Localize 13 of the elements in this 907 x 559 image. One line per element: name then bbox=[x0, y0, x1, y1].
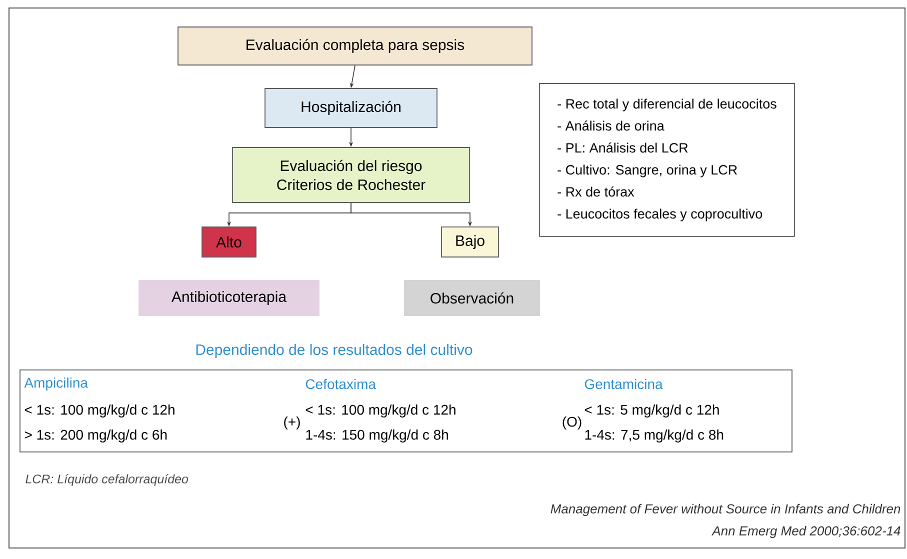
citation: Management of Fever without Source in Infants and Children bbox=[550, 504, 900, 516]
checklist-box: - Rec total y diferencial de leucocitos - Análisis de orina - PL: Análisis del LCR - Cultivo: Sangre, orina y LCR - Rx de tórax - Leucocitos fecales y coprocultivo bbox=[539, 83, 795, 237]
section-heading: Dependiendo de los resultados del cultivo bbox=[196, 344, 472, 358]
citation: Ann Emerg Med 2000;36:602-14 bbox=[712, 526, 900, 538]
risk-box: Bajo bbox=[441, 226, 499, 258]
footnote: LCR: Líquido cefalorraquídeo bbox=[26, 474, 188, 486]
process-box: Evaluación completa para sepsis bbox=[178, 26, 532, 66]
dosage-box: Ampicilina < 1s: 100 mg/kg/d c 12h > 1s: 200 mg/kg/d c 6h (+) Cefotaxima < 1s: 100 mg/kg/d c 12h 1-4s: 150 mg/kg/d c 8h (O) Gentamicina < 1s: 5 mg/kg/d c 12h 1-4s: 7,5 mg/kg/d c 8h bbox=[20, 370, 792, 452]
action-box: Antibioticoterapia bbox=[138, 280, 320, 316]
risk-box: Alto bbox=[202, 226, 256, 258]
process-box: Hospitalización bbox=[264, 88, 438, 128]
action-box: Observación bbox=[404, 280, 540, 316]
process-box: Evaluación del riesgo Criterios de Rochester bbox=[232, 147, 470, 203]
